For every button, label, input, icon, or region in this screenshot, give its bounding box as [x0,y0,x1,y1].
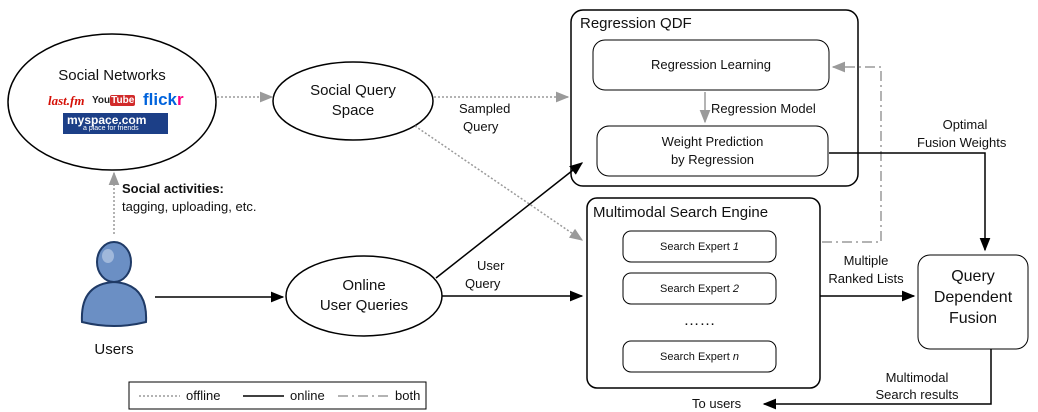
search-expert-2-index: 2 [732,283,739,295]
social-activities-detail: tagging, uploading, etc. [122,199,257,214]
arrow-engine-feedback-to-learning [822,61,882,243]
regression-learning-box [592,39,830,91]
flickr-logo-r: r [177,90,184,109]
search-expert-n-box [622,340,777,373]
search-expert-1-prefix: Search Expert [660,241,733,253]
myspace-logo-tagline: a place for friends [83,125,139,132]
search-expert-2-box [622,272,777,305]
arrow-fusion-to-users [762,349,992,410]
regression-model-label: Regression Model [711,101,816,116]
sampled-query-label-line2: Query [463,119,499,134]
user-icon [80,241,148,327]
multimodal-search-results-label-line1: Multimodal [885,370,949,385]
regression-qdf-title: Regression QDF [580,15,692,32]
arrow-online-queries-to-regression [435,162,584,279]
search-expert-2-label: Search Expert 2 [623,281,776,297]
query-dependent-fusion-label-line1: Query [951,268,995,285]
multimodal-search-results-label-line2: Search results [875,387,959,402]
multiple-ranked-lists-label-line1: Multiple [843,253,889,268]
search-expert-n-label: Search Expert n [623,349,776,365]
myspace-logo: myspace.com a place for friends [63,113,168,134]
legend-both-label: both [395,388,421,403]
weight-prediction-label-line2: by Regression [670,152,755,167]
social-query-space-label-line2: Space [331,102,375,119]
lastfm-logo: last.fm [48,93,85,108]
online-user-queries-label-line2: User Queries [319,297,409,314]
flickr-logo: flickr [143,90,184,110]
myspace-logo-text: myspace.com [67,113,147,127]
sampled-query-label-line1: Sampled [459,101,511,116]
social-activities-heading: Social activities: [122,181,224,196]
users-label: Users [94,341,134,358]
online-user-queries-label-line1: Online [342,277,386,294]
weight-prediction-box [596,125,829,177]
search-expert-ellipsis: …… [683,312,716,329]
weight-prediction-label-line1: Weight Prediction [661,134,764,149]
search-expert-1-box [622,230,777,263]
search-expert-n-prefix: Search Expert [660,351,733,363]
search-engine-title: Multimodal Search Engine [593,204,769,221]
search-expert-1-label: Search Expert 1 [623,239,776,255]
user-query-label-line2: Query [465,276,501,291]
search-expert-2-prefix: Search Expert [660,283,733,295]
multiple-ranked-lists-label-line2: Ranked Lists [828,271,904,286]
social-query-space-label-line1: Social Query [310,82,396,99]
youtube-logo-you: You [92,95,111,106]
search-expert-n-index: n [732,351,739,363]
optimal-fusion-weights-label-line1: Optimal [942,117,988,132]
arrow-query-space-to-search-engine [414,125,584,241]
social-networks-title: Social Networks [58,67,166,84]
search-expert-1-index: 1 [732,241,739,253]
flickr-logo-flick: flick [143,90,178,109]
query-dependent-fusion-box [917,254,1029,350]
arrow-prediction-to-fusion [829,152,991,252]
youtube-logo: YouTube [92,95,136,106]
optimal-fusion-weights-label-line2: Fusion Weights [917,135,1007,150]
legend-online-label: online [290,388,325,403]
regression-learning-label: Regression Learning [651,57,771,72]
user-query-label-line1: User [477,258,505,273]
to-users-label: To users [692,396,742,411]
legend-offline-label: offline [186,388,221,403]
query-dependent-fusion-label-line2: Dependent [933,289,1013,306]
youtube-logo-tube: Tube [110,95,136,106]
query-dependent-fusion-label-line3: Fusion [948,310,998,327]
